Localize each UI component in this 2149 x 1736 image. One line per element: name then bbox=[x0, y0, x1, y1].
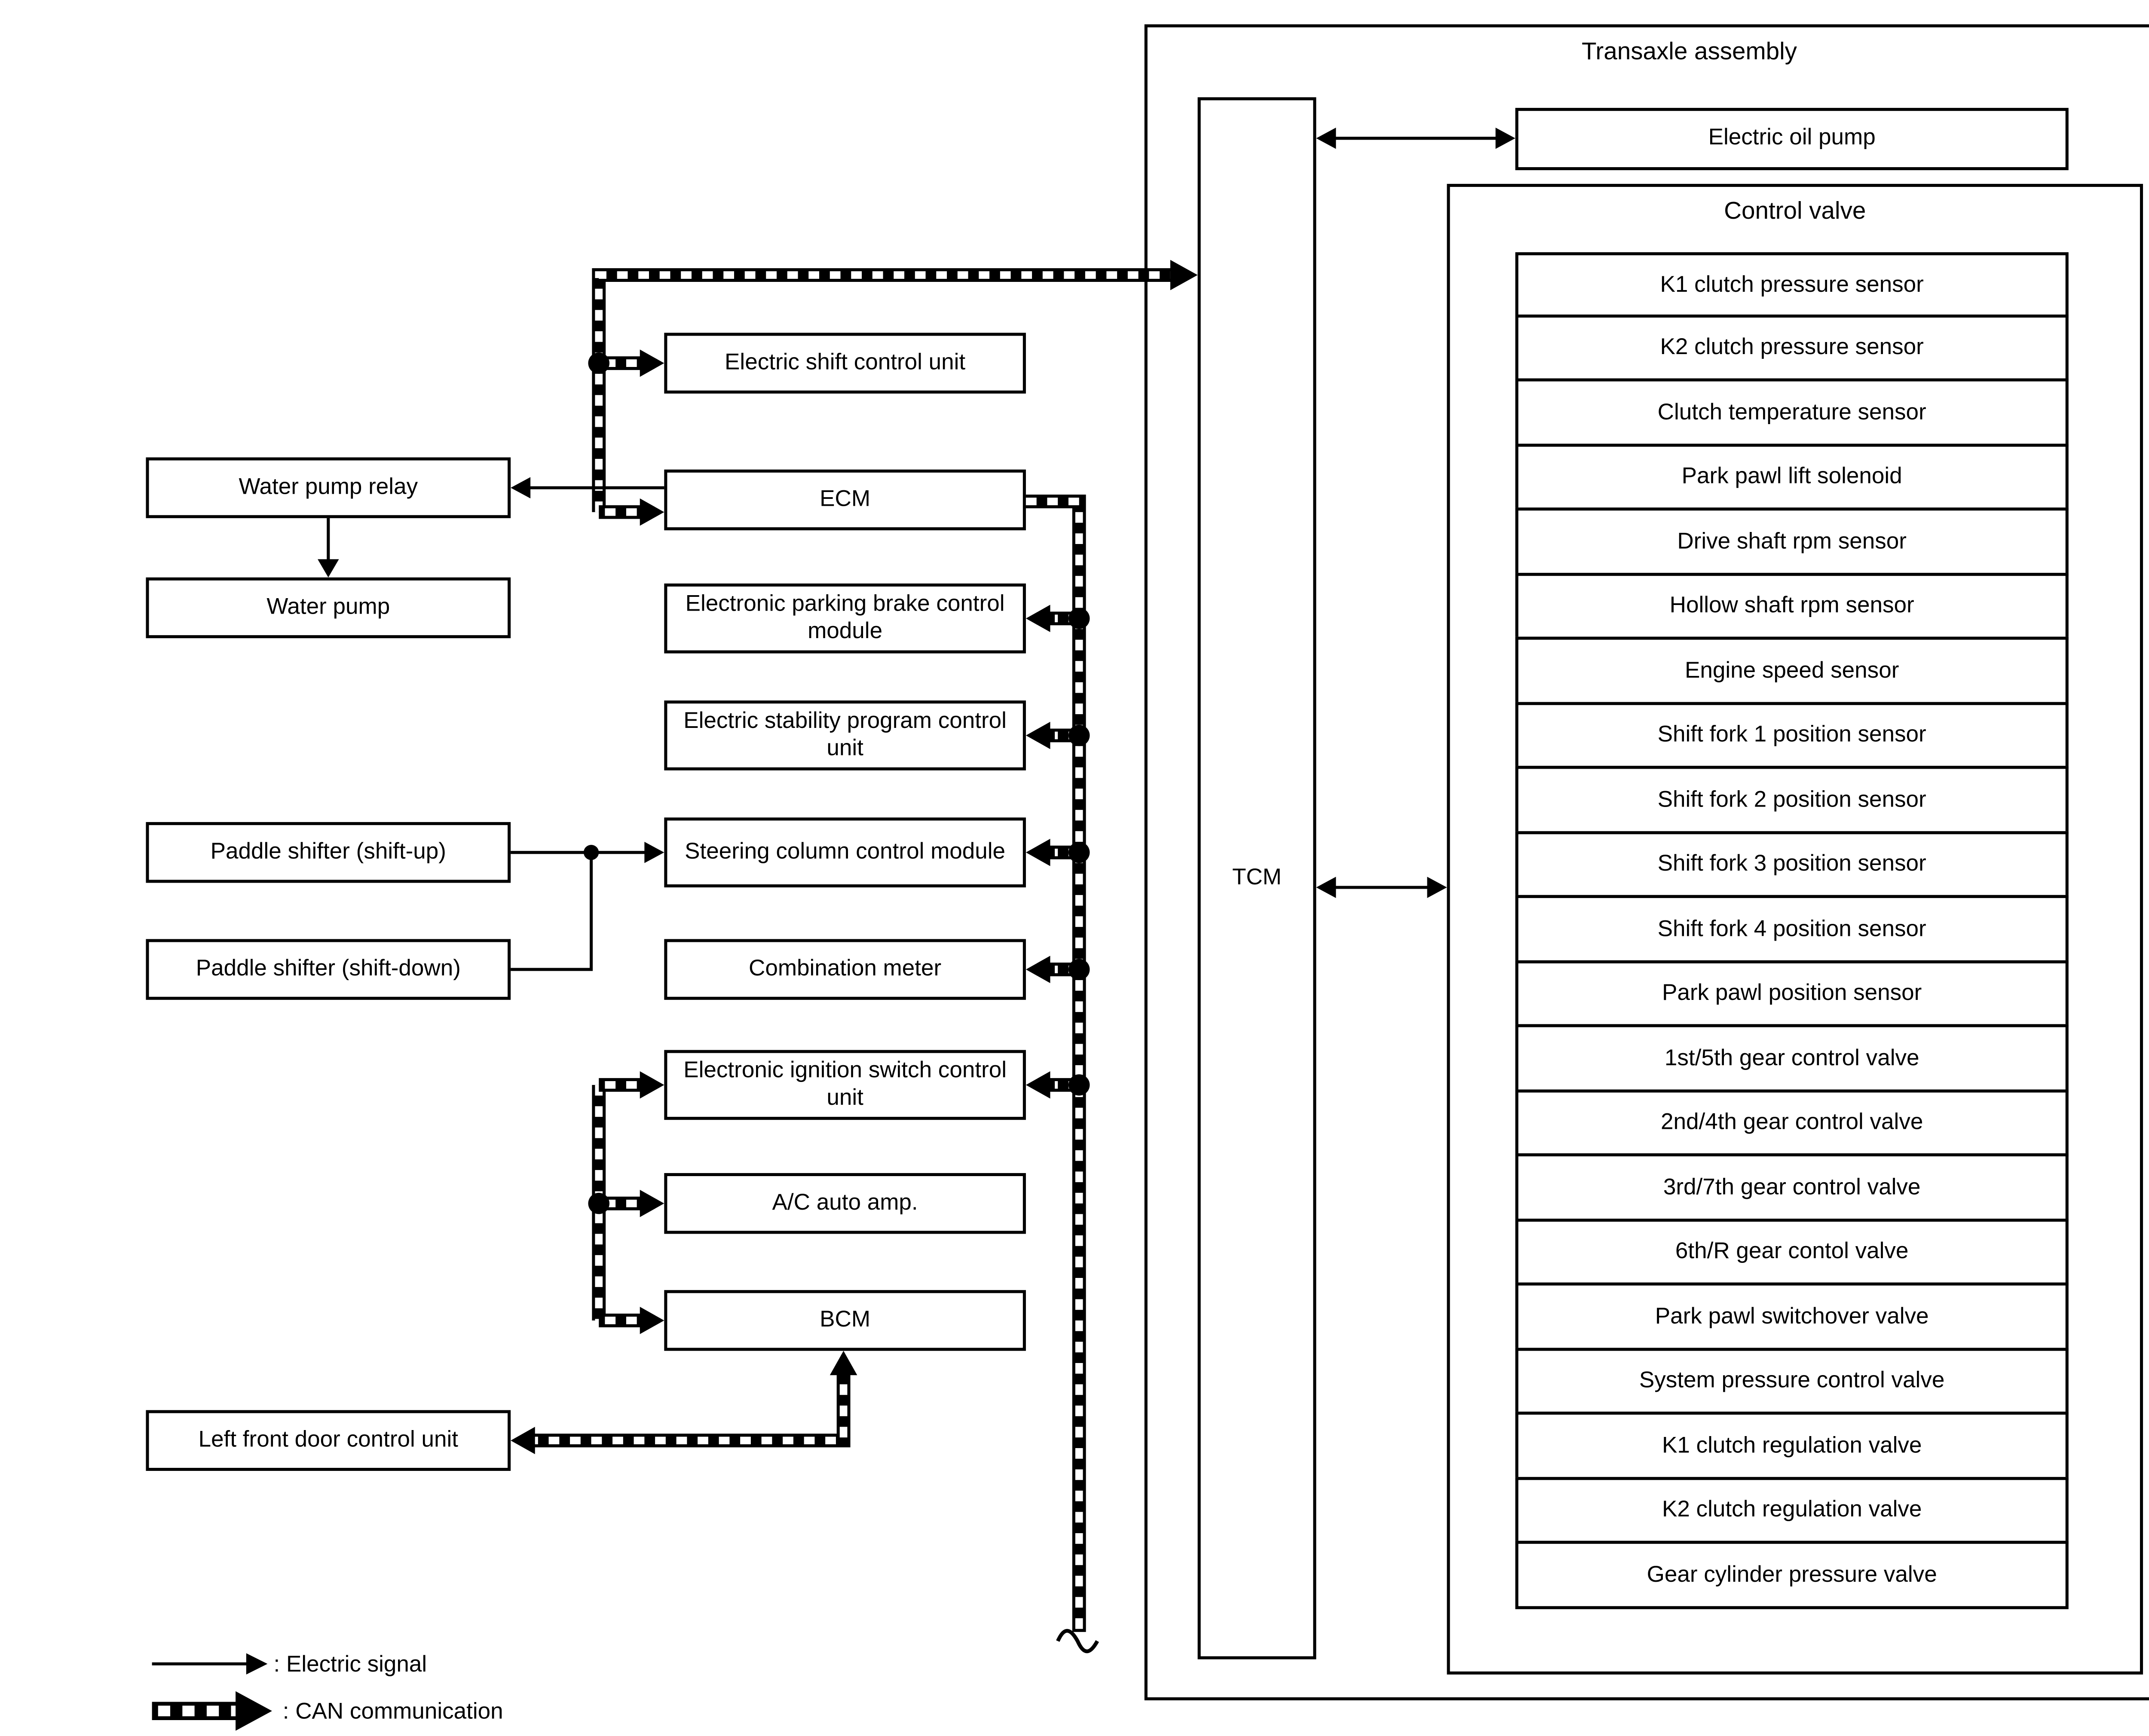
legend-can-communication-arrow bbox=[152, 1691, 272, 1731]
left-front-door-control-unit-box: Left front door control unit bbox=[146, 1410, 511, 1471]
legend-can-communication-label: : CAN communication bbox=[282, 1698, 503, 1724]
water-pump-relay-box: Water pump relay bbox=[146, 457, 511, 518]
control-valve-item: K1 clutch regulation valve bbox=[1515, 1412, 2069, 1479]
control-valve-item: 2nd/4th gear control valve bbox=[1515, 1088, 2069, 1157]
can-arrow-into-bcm-bottom bbox=[830, 1351, 857, 1375]
signal-ecm-to-water-pump-relay bbox=[511, 477, 664, 498]
electric-shift-control-unit-label: Electric shift control unit bbox=[725, 349, 966, 375]
water-pump-relay-label: Water pump relay bbox=[239, 474, 418, 500]
electronic-ignition-switch-control-unit-label: Electronic ignition switch control unit bbox=[683, 1057, 1007, 1111]
control-valve-item: Engine speed sensor bbox=[1515, 636, 2069, 705]
control-valve-item: K1 clutch pressure sensor bbox=[1515, 252, 2069, 317]
transaxle-assembly-title: Transaxle assembly bbox=[1581, 39, 1797, 66]
can-bus-ecm-distribution bbox=[1026, 495, 1099, 1653]
water-pump-box: Water pump bbox=[146, 577, 511, 639]
transaxle-assembly-frame bbox=[1144, 24, 2149, 1701]
ac-auto-amp-box: A/C auto amp. bbox=[664, 1173, 1026, 1234]
can-junction-dot bbox=[588, 352, 610, 374]
bus-break-symbol bbox=[1056, 1629, 1099, 1653]
bcm-label: BCM bbox=[820, 1306, 871, 1333]
electronic-parking-brake-control-module-label: Electronic parking brake control module bbox=[685, 590, 1005, 645]
electric-stability-program-control-unit-box: Electric stability program control unit bbox=[664, 700, 1026, 770]
control-valve-item: Park pawl position sensor bbox=[1515, 960, 2069, 1027]
ac-auto-amp-label: A/C auto amp. bbox=[772, 1189, 918, 1216]
tcm-box: TCM bbox=[1197, 97, 1316, 1660]
electric-oil-pump-box: Electric oil pump bbox=[1515, 108, 2069, 171]
bcm-box: BCM bbox=[664, 1290, 1026, 1351]
left-front-door-control-unit-label: Left front door control unit bbox=[198, 1426, 459, 1453]
control-valve-item: Gear cylinder pressure valve bbox=[1515, 1540, 2069, 1609]
control-valve-item: K2 clutch pressure sensor bbox=[1515, 314, 2069, 382]
signal-relay-to-water-pump bbox=[318, 518, 339, 578]
steering-column-control-module-label: Steering column control module bbox=[685, 838, 1006, 865]
control-valve-title: Control valve bbox=[1724, 199, 1866, 225]
can-arrow-into-door-unit bbox=[511, 1427, 535, 1455]
ecm-box: ECM bbox=[664, 469, 1026, 531]
electric-oil-pump-label: Electric oil pump bbox=[1708, 125, 1876, 151]
control-valve-item: Park pawl lift solenoid bbox=[1515, 443, 2069, 511]
can-branch-steering-column bbox=[1026, 838, 1090, 866]
can-junction-dot bbox=[588, 1192, 610, 1214]
paddle-shifter-down-box: Paddle shifter (shift-down) bbox=[146, 939, 511, 1000]
electric-shift-control-unit-box: Electric shift control unit bbox=[664, 333, 1026, 394]
legend-electric-signal-arrow bbox=[152, 1653, 268, 1675]
control-valve-item: Shift fork 1 position sensor bbox=[1515, 701, 2069, 769]
combination-meter-label: Combination meter bbox=[749, 955, 942, 981]
paddle-shifter-up-box: Paddle shifter (shift-up) bbox=[146, 822, 511, 883]
control-valve-item: Shift fork 3 position sensor bbox=[1515, 830, 2069, 898]
ecm-label: ECM bbox=[820, 486, 871, 512]
control-valve-frame bbox=[1447, 183, 2143, 1675]
can-branch-parking-brake bbox=[1026, 605, 1090, 633]
control-valve-list: K1 clutch pressure sensor K2 clutch pres… bbox=[1515, 252, 2069, 1609]
control-valve-item: 3rd/7th gear control valve bbox=[1515, 1153, 2069, 1221]
control-valve-item: Clutch temperature sensor bbox=[1515, 378, 2069, 446]
tcm-label: TCM bbox=[1232, 864, 1282, 890]
control-valve-item: Hollow shaft rpm sensor bbox=[1515, 572, 2069, 640]
can-arrow-into-bcm bbox=[640, 1307, 664, 1334]
paddle-shifter-up-label: Paddle shifter (shift-up) bbox=[210, 838, 446, 865]
water-pump-label: Water pump bbox=[266, 594, 390, 620]
can-arrow-into-ecm bbox=[640, 498, 664, 526]
can-arrow-into-ac-amp bbox=[640, 1189, 664, 1217]
can-arrow-into-electric-shift bbox=[640, 349, 664, 377]
electronic-ignition-switch-control-unit-box: Electronic ignition switch control unit bbox=[664, 1050, 1026, 1120]
can-arrow-into-ignition bbox=[640, 1071, 664, 1099]
combination-meter-box: Combination meter bbox=[664, 939, 1026, 1000]
control-valve-item: Drive shaft rpm sensor bbox=[1515, 507, 2069, 575]
control-valve-item: System pressure control valve bbox=[1515, 1347, 2069, 1415]
control-valve-item: 1st/5th gear control valve bbox=[1515, 1024, 2069, 1092]
electronic-parking-brake-control-module-box: Electronic parking brake control module bbox=[664, 583, 1026, 654]
can-branch-stability-program bbox=[1026, 721, 1090, 749]
can-branch-combination-meter bbox=[1026, 956, 1090, 983]
can-bus-bcm-to-door bbox=[511, 1351, 857, 1455]
steering-column-control-module-box: Steering column control module bbox=[664, 817, 1026, 888]
control-valve-item: K2 clutch regulation valve bbox=[1515, 1476, 2069, 1544]
control-valve-item: Shift fork 4 position sensor bbox=[1515, 895, 2069, 963]
control-valve-item: Shift fork 2 position sensor bbox=[1515, 766, 2069, 834]
paddle-shifter-down-label: Paddle shifter (shift-down) bbox=[196, 955, 461, 981]
control-valve-item: 6th/R gear contol valve bbox=[1515, 1218, 2069, 1286]
control-valve-item: Park pawl switchover valve bbox=[1515, 1282, 2069, 1350]
can-bus-ignition-cluster bbox=[588, 1071, 664, 1334]
can-branch-ignition-switch bbox=[1026, 1071, 1090, 1099]
signal-paddles-to-steering bbox=[511, 842, 664, 971]
electric-stability-program-control-unit-label: Electric stability program control unit bbox=[683, 707, 1007, 761]
legend-electric-signal-label: : Electric signal bbox=[273, 1651, 427, 1677]
